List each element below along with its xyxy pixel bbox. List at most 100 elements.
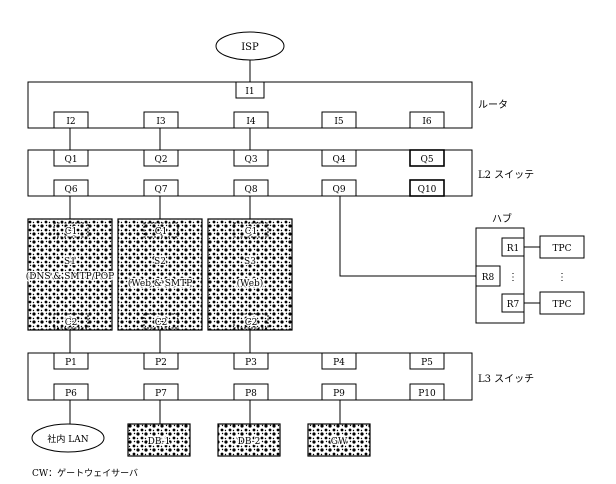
server-S3-id: S3 (244, 257, 256, 267)
router-port-I1: I1 (235, 81, 265, 99)
svg-text:R8: R8 (482, 273, 495, 283)
svg-text:Q2: Q2 (154, 155, 167, 165)
svg-text:DB-1: DB-1 (148, 437, 171, 447)
server-S1-port-top: C1 (65, 227, 78, 237)
svg-text:DB-2: DB-2 (238, 437, 261, 447)
tpc-2: TPC (539, 291, 585, 315)
l2-port-Q5: Q5 (409, 149, 445, 167)
svg-text:P3: P3 (245, 358, 257, 368)
l3-port-P2: P2 (143, 352, 179, 370)
server-S1-id: S1 (64, 257, 76, 267)
l3-port-P1: P1 (53, 352, 89, 370)
l2-port-Q10: Q10 (409, 179, 445, 197)
tpc-1: TPC (539, 235, 585, 259)
router: ルータ I1 I2 I3 I4 I5 I6 (27, 81, 508, 129)
hub-port-R1: R1 (501, 237, 525, 257)
svg-text:Q9: Q9 (332, 185, 345, 195)
svg-text:P4: P4 (333, 358, 345, 368)
svg-text:I6: I6 (422, 117, 432, 127)
hub-port-R8: R8 (475, 265, 501, 287)
db1-node: DB-1 (127, 423, 191, 457)
svg-text:I4: I4 (246, 117, 256, 127)
svg-text:Q10: Q10 (418, 185, 437, 195)
svg-text:P1: P1 (65, 358, 77, 368)
l2-port-Q6: Q6 (53, 179, 89, 197)
isp-label: ISP (241, 42, 259, 53)
router-port-I6: I6 (409, 111, 445, 129)
svg-text:P10: P10 (418, 389, 436, 399)
l3-port-P8: P8 (233, 383, 269, 401)
svg-text:I3: I3 (156, 117, 166, 127)
svg-text:Q8: Q8 (244, 185, 257, 195)
svg-text:P7: P7 (155, 389, 167, 399)
l2-port-Q7: Q7 (143, 179, 179, 197)
l2-port-Q9: Q9 (321, 179, 357, 197)
gw-node: GW (307, 423, 371, 457)
l3-port-P9: P9 (321, 383, 357, 401)
l3-port-P6: P6 (53, 383, 89, 401)
svg-text:社内 LAN: 社内 LAN (47, 433, 88, 445)
server-S2: C1 S2 (Web & SMTP C2 (117, 218, 203, 331)
server-S2-id: S2 (154, 257, 166, 267)
l2-port-Q3: Q3 (233, 149, 269, 167)
server-S1: C1 S1 (DNS & SMTP/POP C2 (25, 218, 115, 331)
svg-text:TPC: TPC (553, 244, 572, 254)
server-S2-desc: (Web & SMTP (128, 278, 192, 289)
svg-text:I2: I2 (66, 117, 75, 127)
l2-port-Q1: Q1 (53, 149, 89, 167)
svg-text:R7: R7 (507, 300, 520, 310)
server-S3: C1 S3 (Web) C2 (207, 218, 293, 331)
svg-text:Q3: Q3 (244, 155, 257, 165)
l2-switch-label: L2 スイッテ (478, 170, 534, 181)
svg-text:TPC: TPC (553, 300, 572, 310)
server-S3-port-bottom: C2 (245, 318, 258, 328)
l3-port-P3: P3 (233, 352, 269, 370)
svg-text:P2: P2 (155, 358, 167, 368)
svg-text:P8: P8 (245, 389, 257, 399)
router-label: ルータ (478, 99, 508, 111)
svg-text:Q6: Q6 (64, 185, 77, 195)
l3-port-P5: P5 (409, 352, 445, 370)
svg-text:Q5: Q5 (420, 155, 433, 165)
hub: ハブ R1 ⋮ R7 R8 (475, 212, 525, 324)
l3-port-P7: P7 (143, 383, 179, 401)
server-S1-port-bottom: C2 (65, 318, 78, 328)
server-S2-port-bottom: C2 (155, 318, 168, 328)
db2-node: DB-2 (217, 423, 281, 457)
svg-text:R1: R1 (507, 244, 520, 254)
server-S1-desc: (DNS & SMTP/POP (26, 271, 114, 282)
router-port-I2: I2 (53, 111, 89, 129)
isp-node: ISP (215, 31, 285, 61)
legend-text: CW：ゲートウェイサーバ (32, 467, 138, 479)
l2-port-Q4: Q4 (321, 149, 357, 167)
svg-text:I1: I1 (245, 87, 254, 97)
hub-label: ハブ (492, 212, 512, 225)
router-port-I3: I3 (143, 111, 179, 129)
svg-text:I5: I5 (334, 117, 344, 127)
svg-text:P6: P6 (65, 389, 77, 399)
svg-text:P5: P5 (421, 358, 433, 368)
hub-ellipsis: ⋮ (508, 272, 518, 283)
svg-text:GW: GW (331, 437, 348, 447)
server-S3-desc: (Web) (237, 278, 264, 289)
svg-text:Q4: Q4 (332, 155, 345, 165)
server-S3-port-top: C1 (245, 227, 258, 237)
router-port-I5: I5 (321, 111, 357, 129)
svg-text:Q7: Q7 (154, 185, 167, 195)
l3-port-P10: P10 (409, 383, 445, 401)
l2-switch: L2 スイッテ Q1 Q2 Q3 Q4 Q5 Q6 Q7 Q8 Q9 Q10 (27, 149, 534, 197)
server-S2-port-top: C1 (155, 227, 168, 237)
wires (69, 60, 540, 424)
svg-text:P9: P9 (333, 389, 345, 399)
hub-port-R7: R7 (501, 293, 525, 313)
tpc-ellipsis: ⋮ (557, 272, 567, 283)
l2-port-Q8: Q8 (233, 179, 269, 197)
svg-text:Q1: Q1 (64, 155, 77, 165)
l3-port-P4: P4 (321, 352, 357, 370)
l2-port-Q2: Q2 (143, 149, 179, 167)
router-port-I4: I4 (233, 111, 269, 129)
lan-node: 社内 LAN (31, 423, 105, 453)
l3-switch-label: L3 スイッチ (478, 373, 534, 385)
l3-switch: L3 スイッチ P1 P2 P3 P4 P5 P6 P7 P8 P9 P10 (27, 352, 534, 401)
